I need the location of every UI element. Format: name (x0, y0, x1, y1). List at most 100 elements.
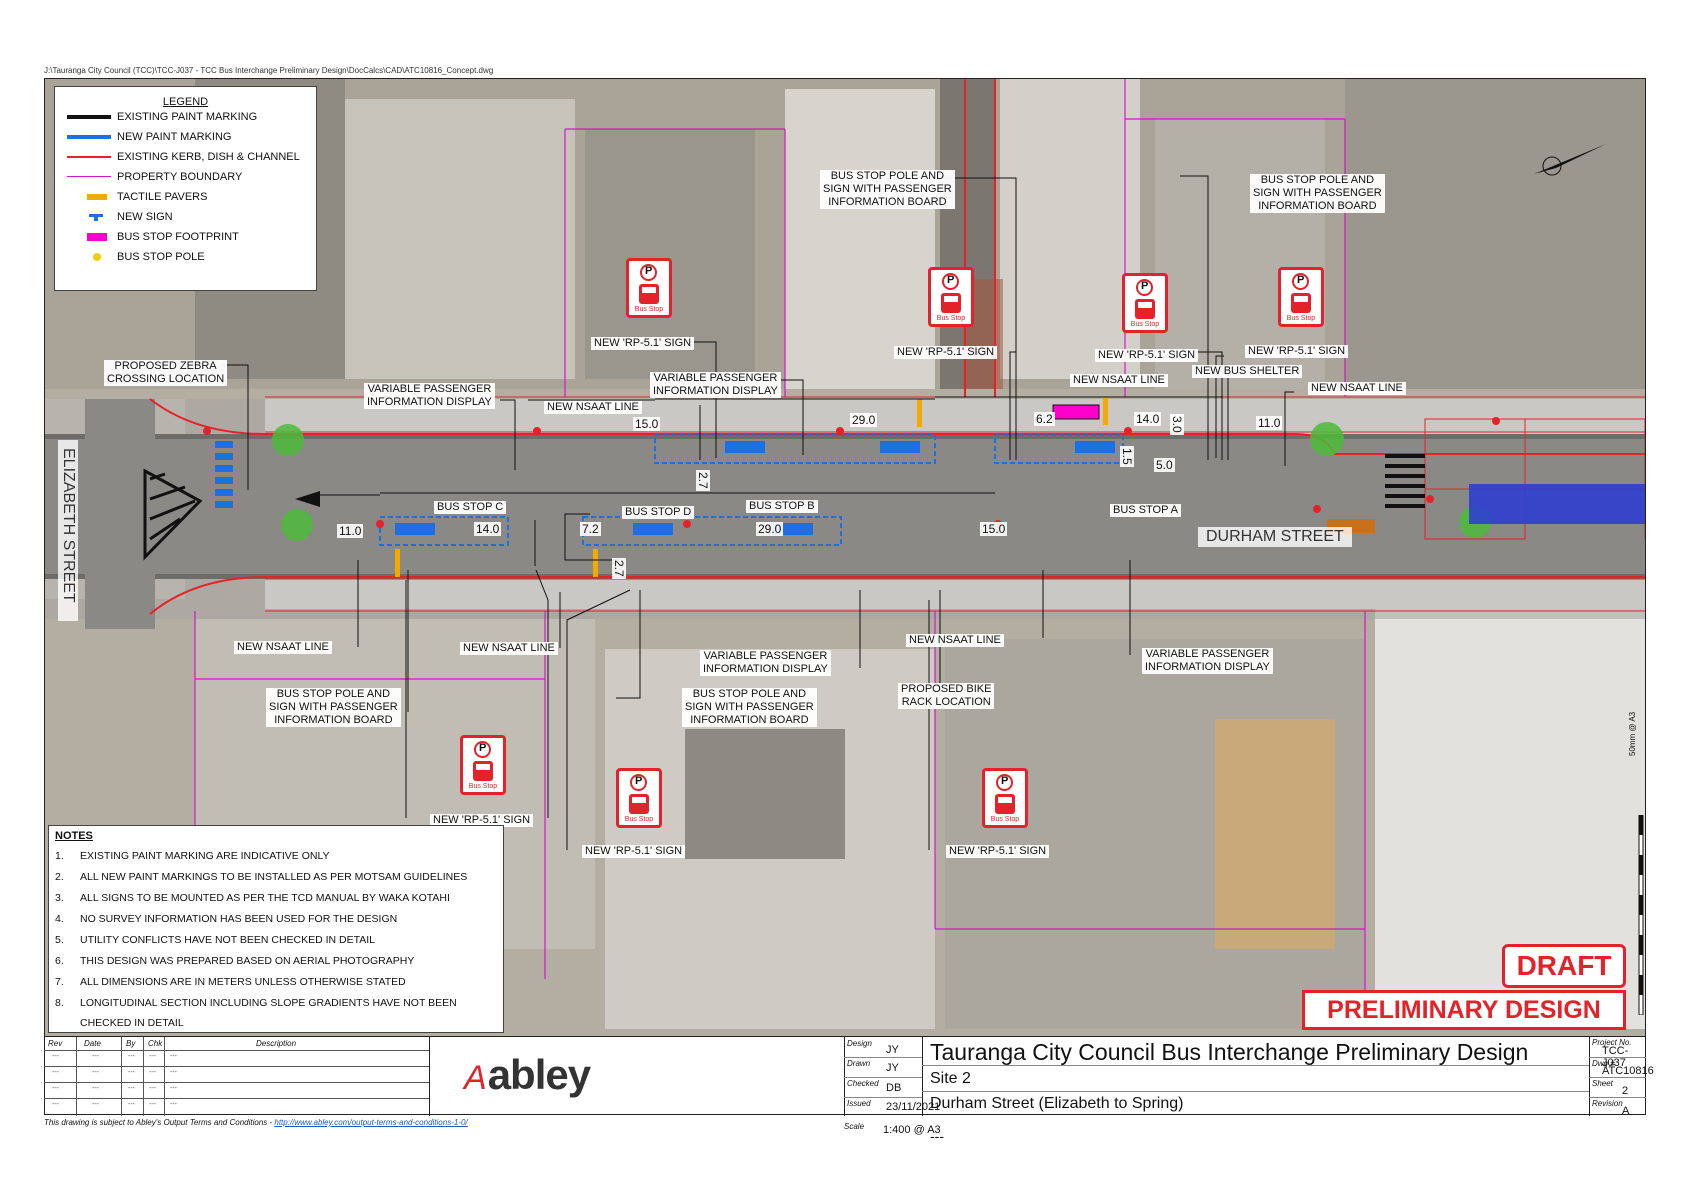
note-item: 2.ALL NEW PAINT MARKINGS TO BE INSTALLED… (55, 871, 468, 883)
dimension-label: 7.2 (580, 522, 601, 536)
dimension-label: 29.0 (850, 413, 878, 427)
bike-rack-callout: PROPOSED BIKE RACK LOCATION (898, 683, 995, 709)
by-header: By (126, 1039, 136, 1048)
site-label: Site 2 (930, 1070, 971, 1087)
design-value: JY (886, 1044, 899, 1056)
dimension-label: 15.0 (633, 417, 661, 431)
scale-label: Scale (844, 1122, 865, 1131)
existing-paint-symbol (61, 110, 117, 124)
bus-stop-pole-callout: BUS STOP POLE AND SIGN WITH PASSENGER IN… (820, 170, 955, 209)
note-item: 6.THIS DESIGN WAS PREPARED BASED ON AERI… (55, 955, 415, 967)
rev-header: Rev (48, 1039, 63, 1048)
dimension-label: 1.5 (1120, 446, 1134, 467)
legend-label: BUS STOP POLE (117, 251, 205, 263)
nsaat-callout: NEW NSAAT LINE (906, 634, 1004, 647)
dimension-label: 14.0 (1134, 412, 1162, 426)
footer-text: This drawing is subject to Abley's Outpu… (44, 1118, 275, 1127)
sheet-label: Sheet (1592, 1079, 1613, 1088)
legend-new-paint: NEW PAINT MARKING (61, 127, 232, 147)
design-label: Design (847, 1039, 872, 1048)
terms-link[interactable]: http://www.abley.com/output-terms-and-co… (274, 1118, 468, 1127)
legend-footprint: BUS STOP FOOTPRINT (61, 227, 239, 247)
dimension-label: 2.7 (612, 558, 626, 579)
draft-stamp: DRAFT (1502, 944, 1626, 988)
new-sign-icon (61, 210, 117, 224)
rp51-callout: NEW 'RP-5.1' SIGN (430, 814, 534, 827)
nsaat-callout: NEW NSAAT LINE (1070, 374, 1168, 387)
dimension-label: 11.0 (1256, 416, 1283, 430)
extra-label: --- (930, 1128, 944, 1144)
note-item: 3.ALL SIGNS TO BE MOUNTED AS PER THE TCD… (55, 892, 450, 904)
shelter-callout: NEW BUS SHELTER (1192, 365, 1303, 378)
dimension-label: 14.0 (474, 522, 502, 536)
scale-bar-label: 50mm @ A3 (1628, 711, 1637, 756)
dwg-label: Dwg # (1592, 1059, 1615, 1068)
nsaat-callout: NEW NSAAT LINE (1308, 382, 1406, 395)
pole-symbol (61, 250, 117, 264)
legend-kerb: EXISTING KERB, DISH & CHANNEL (61, 147, 300, 167)
rp51-callout: NEW 'RP-5.1' SIGN (1095, 349, 1199, 362)
footprint-symbol (61, 230, 117, 244)
note-item: 8.LONGITUDINAL SECTION INCLUDING SLOPE G… (55, 997, 457, 1009)
legend-label: EXISTING PAINT MARKING (117, 111, 258, 123)
dimension-label: 2.7 (696, 470, 710, 491)
bus-stop-pole-callout: BUS STOP POLE AND SIGN WITH PASSENGER IN… (1250, 174, 1385, 213)
bus-stop-d-label: BUS STOP D (622, 506, 695, 519)
file-path: J:\Tauranga City Council (TCC)\TCC-J037 … (44, 66, 494, 75)
date-header: Date (84, 1039, 101, 1048)
nsaat-callout: NEW NSAAT LINE (234, 641, 332, 654)
rp51-callout: NEW 'RP-5.1' SIGN (582, 845, 686, 858)
dimension-label: 6.2 (1034, 412, 1055, 426)
rp51-callout: NEW 'RP-5.1' SIGN (946, 845, 1050, 858)
revision-value: A (1622, 1105, 1630, 1117)
north-arrow-icon (1534, 144, 1606, 176)
dwg-value: ATC10816 (1602, 1065, 1654, 1077)
drawn-value: JY (886, 1062, 899, 1074)
durham-street-label: DURHAM STREET (1198, 527, 1352, 547)
dimension-label: 5.0 (1154, 458, 1175, 472)
note-item: 1.EXISTING PAINT MARKING ARE INDICATIVE … (55, 850, 330, 862)
note-item: 7.ALL DIMENSIONS ARE IN METERS UNLESS OT… (55, 976, 406, 988)
preliminary-design-stamp: PRELIMINARY DESIGN (1302, 990, 1626, 1030)
drawing-frame (44, 78, 1646, 1115)
project-no-value: TCC-J037 (1602, 1045, 1629, 1069)
drawn-label: Drawn (847, 1059, 871, 1068)
legend-label: TACTILE PAVERS (117, 191, 208, 203)
bus-stop-b-label: BUS STOP B (746, 500, 818, 513)
rp51-callout: NEW 'RP-5.1' SIGN (591, 337, 695, 350)
dimension-label: 11.0 (337, 524, 364, 538)
vpid-callout: VARIABLE PASSENGER INFORMATION DISPLAY (1142, 648, 1273, 674)
issued-label: Issued (847, 1099, 871, 1108)
bus-stop-c-label: BUS STOP C (434, 501, 507, 514)
abley-logo: Aabley (464, 1051, 591, 1098)
dimension-label: 29.0 (756, 522, 784, 536)
dimension-label: 3.0 (1170, 414, 1184, 435)
kerb-symbol (61, 150, 117, 164)
legend-label: NEW SIGN (117, 211, 173, 223)
project-no-label: Project No. (1592, 1038, 1632, 1047)
nsaat-callout: NEW NSAAT LINE (460, 642, 558, 655)
legend-new-sign: NEW SIGN (61, 207, 173, 227)
bus-stop-a-label: BUS STOP A (1110, 504, 1182, 517)
rp51-callout: NEW 'RP-5.1' SIGN (1245, 345, 1349, 358)
footer: This drawing is subject to Abley's Outpu… (44, 1118, 468, 1127)
tactile-symbol (61, 190, 117, 204)
rp51-callout: NEW 'RP-5.1' SIGN (894, 346, 998, 359)
revision-label: Revision (1592, 1099, 1623, 1108)
sheet-value: 2 (1622, 1085, 1629, 1097)
new-paint-symbol (61, 130, 117, 144)
legend-title: LEGEND (162, 96, 209, 108)
vpid-callout: VARIABLE PASSENGER INFORMATION DISPLAY (364, 383, 495, 409)
description-header: Description (256, 1039, 297, 1048)
scale-value: 1:400 @ A3 (883, 1124, 941, 1136)
vpid-callout: VARIABLE PASSENGER INFORMATION DISPLAY (700, 650, 831, 676)
legend-label: EXISTING KERB, DISH & CHANNEL (117, 151, 300, 163)
legend-label: BUS STOP FOOTPRINT (117, 231, 239, 243)
note-item: CHECKED IN DETAIL (80, 1017, 184, 1029)
issued-value: 23/11/2021 (886, 1101, 941, 1113)
property-symbol (61, 170, 117, 184)
